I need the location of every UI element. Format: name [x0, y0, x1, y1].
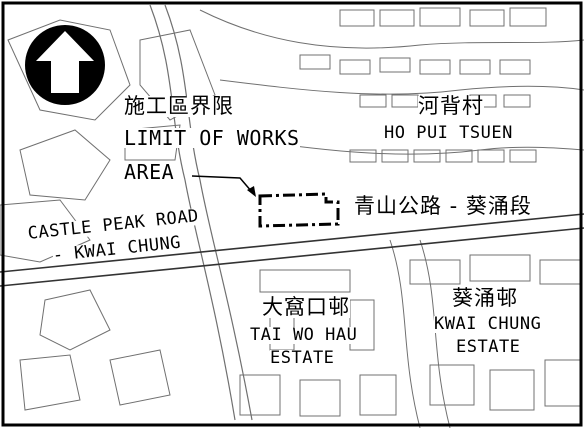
north-arrow-icon [25, 25, 105, 105]
place-tai-wo-hau-zh: 大窩口邨 [262, 295, 350, 319]
building-outline [469, 9, 505, 27]
building-outline [339, 59, 371, 75]
building-outline [503, 94, 531, 108]
building-outline [391, 94, 419, 108]
building-outline [359, 374, 397, 416]
building-outline [379, 57, 411, 73]
building-outline [124, 124, 181, 161]
building-outline [39, 289, 111, 351]
contour-line [199, 9, 584, 49]
building-outline [299, 54, 331, 70]
building-outline [19, 129, 111, 201]
road-edge [164, 4, 253, 421]
building-outline [445, 149, 473, 163]
main-road-edge [0, 227, 584, 287]
building-outline [349, 149, 377, 163]
work-area-label-en: AREA [124, 160, 175, 184]
road-edge [149, 4, 236, 421]
building-outline [509, 7, 547, 27]
building-outline [359, 94, 387, 108]
place-tai-wo-hau-en-2: ESTATE [270, 348, 335, 368]
works-area-boundary [258, 192, 340, 228]
building-outline [7, 19, 131, 121]
road-edge [419, 239, 451, 428]
building-outline [413, 149, 441, 163]
building-outline [459, 59, 491, 75]
building-outline [419, 7, 461, 27]
building-outline [544, 359, 582, 407]
building-outline [469, 254, 531, 282]
building-outline [477, 149, 505, 163]
contour-line [219, 79, 584, 95]
place-ho-pui-tsuen-en: HO PUI TSUEN [384, 123, 513, 143]
building-outline [489, 369, 535, 411]
building-outline [379, 9, 415, 27]
building-outline [381, 149, 409, 163]
leader-arrow-icon [191, 175, 256, 197]
building-outline [419, 59, 451, 75]
building-outline [349, 299, 375, 351]
place-kwai-chung-estate-en-2: ESTATE [456, 337, 521, 357]
place-kwai-chung-estate-zh: 葵涌邨 [452, 286, 518, 310]
main-road-edge [0, 213, 584, 273]
building-outline [299, 379, 341, 417]
work-limit-label-zh: 施工區界限 [124, 94, 234, 118]
building-outline [509, 149, 537, 163]
contour-line [249, 139, 584, 155]
place-tai-wo-hau-en-1: TAI WO HAU [250, 325, 358, 345]
road-edge [389, 239, 421, 428]
building-outline [239, 374, 281, 416]
building-outline [259, 269, 351, 293]
building-outline [19, 354, 81, 411]
work-limit-label-en: LIMIT OF WORKS [124, 126, 300, 150]
building-outline [429, 364, 475, 406]
place-kwai-chung-estate-en-1: KWAI CHUNG [434, 314, 542, 334]
building-outline [539, 259, 581, 285]
building-outline [409, 259, 461, 285]
road-castle-peak-zh: 青山公路 - 葵涌段 [354, 194, 532, 218]
place-ho-pui-tsuen-zh: 河背村 [418, 94, 484, 118]
building-outline [339, 9, 375, 27]
building-outline [499, 59, 531, 75]
building-outline [109, 349, 171, 406]
